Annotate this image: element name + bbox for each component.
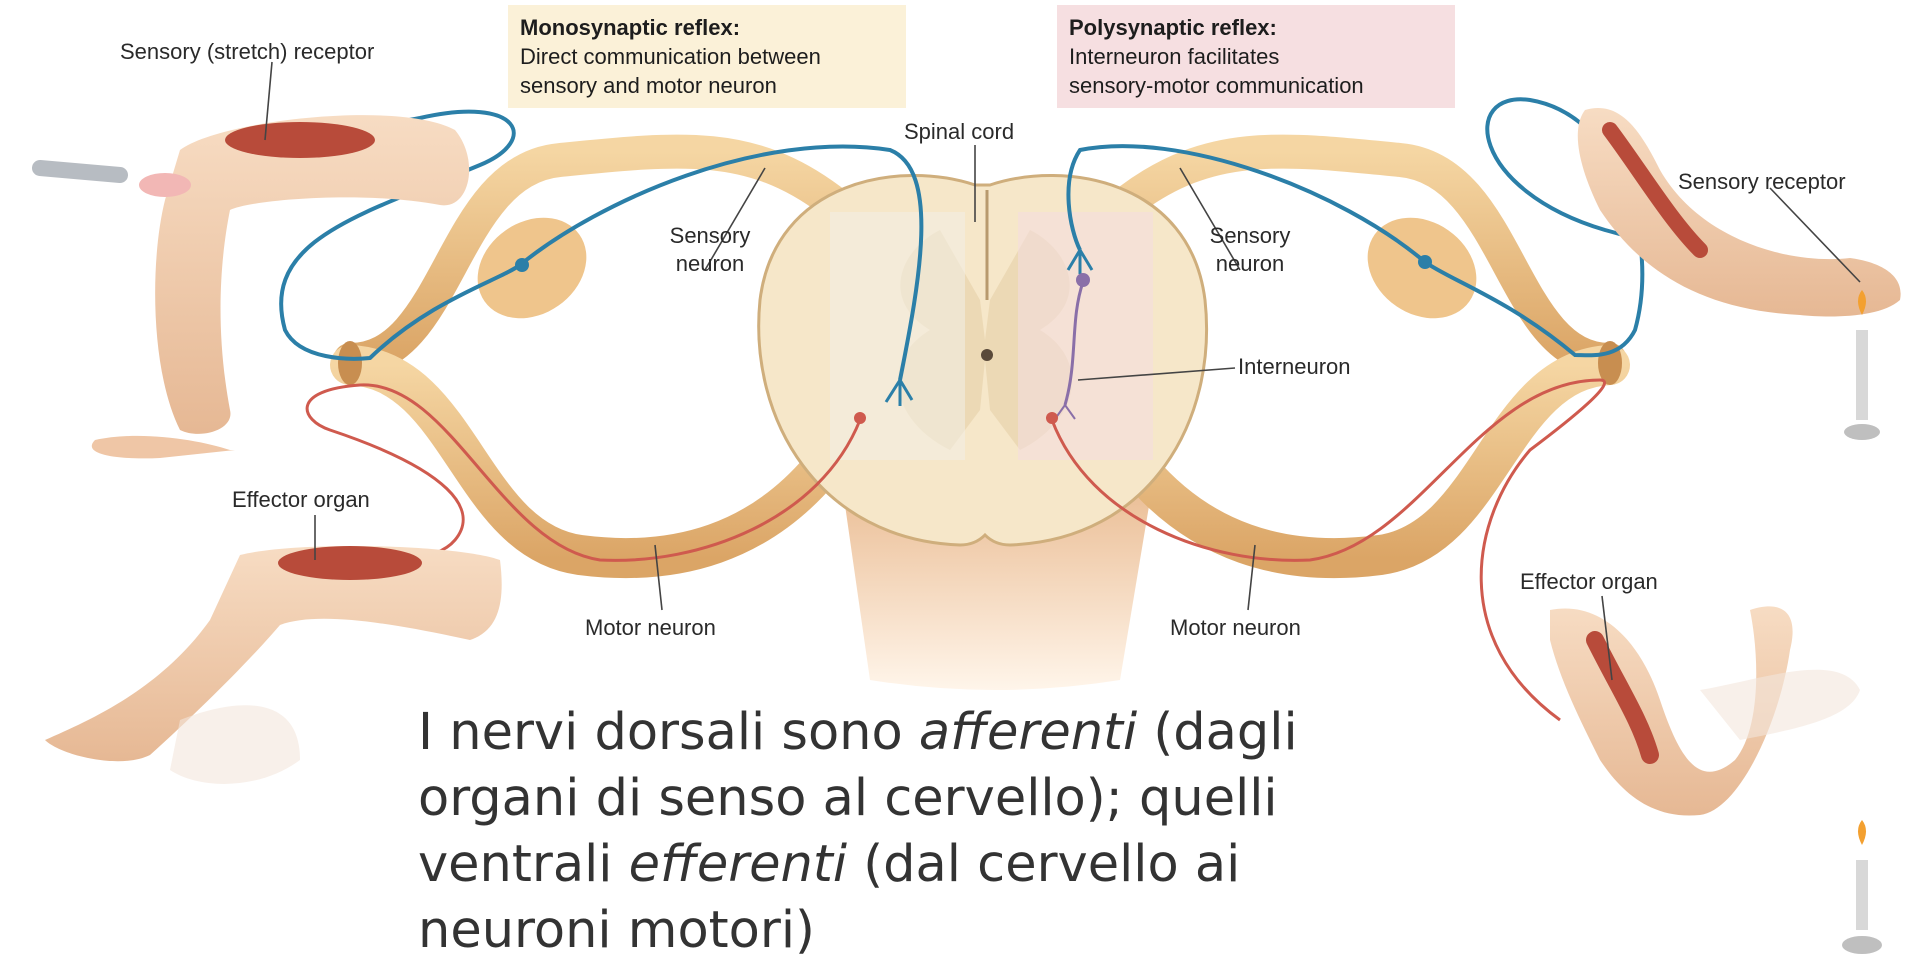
monosynaptic-reflex-desc-2: sensory and motor neuron (520, 71, 892, 100)
caption-efferent: efferenti (629, 835, 847, 894)
label-sensory-neuron-right-2: neuron (1190, 250, 1310, 278)
polysynaptic-reflex-box: Polysynaptic reflex: Interneuron facilit… (1057, 5, 1455, 108)
monosynaptic-reflex-box: Monosynaptic reflex: Direct communicatio… (508, 5, 906, 108)
label-sensory-neuron-left-1: Sensory (650, 222, 770, 250)
label-effector-organ-left: Effector organ (232, 486, 370, 514)
caption-text: I nervi dorsali sono afferenti (dagli or… (418, 700, 1378, 964)
left-motor-neuron-body (854, 412, 866, 424)
label-motor-neuron-right: Motor neuron (1170, 614, 1301, 642)
polysynaptic-reflex-title: Polysynaptic reflex: (1069, 13, 1441, 42)
label-sensory-stretch-receptor: Sensory (stretch) receptor (120, 38, 374, 66)
caption-part-1: I nervi dorsali sono (418, 703, 919, 762)
label-sensory-neuron-right: Sensory neuron (1190, 222, 1310, 278)
polysynaptic-reflex-desc-1: Interneuron facilitates (1069, 42, 1441, 71)
label-sensory-neuron-right-1: Sensory (1190, 222, 1310, 250)
label-sensory-neuron-left: Sensory neuron (650, 222, 770, 278)
polysynaptic-reflex-desc-2: sensory-motor communication (1069, 71, 1441, 100)
right-lower-arm (1550, 606, 1882, 954)
label-motor-neuron-left: Motor neuron (585, 614, 716, 642)
monosynaptic-reflex-desc-1: Direct communication between (520, 42, 892, 71)
label-effector-organ-right: Effector organ (1520, 568, 1658, 596)
label-sensory-neuron-left-2: neuron (650, 250, 770, 278)
monosynaptic-reflex-title: Monosynaptic reflex: (520, 13, 892, 42)
label-spinal-cord: Spinal cord (904, 118, 1014, 146)
spinal-cord-cross-section (759, 176, 1207, 545)
label-sensory-receptor: Sensory receptor (1678, 168, 1846, 196)
right-motor-neuron-body (1046, 412, 1058, 424)
label-interneuron: Interneuron (1238, 353, 1351, 381)
caption-afferent: afferenti (919, 703, 1137, 762)
